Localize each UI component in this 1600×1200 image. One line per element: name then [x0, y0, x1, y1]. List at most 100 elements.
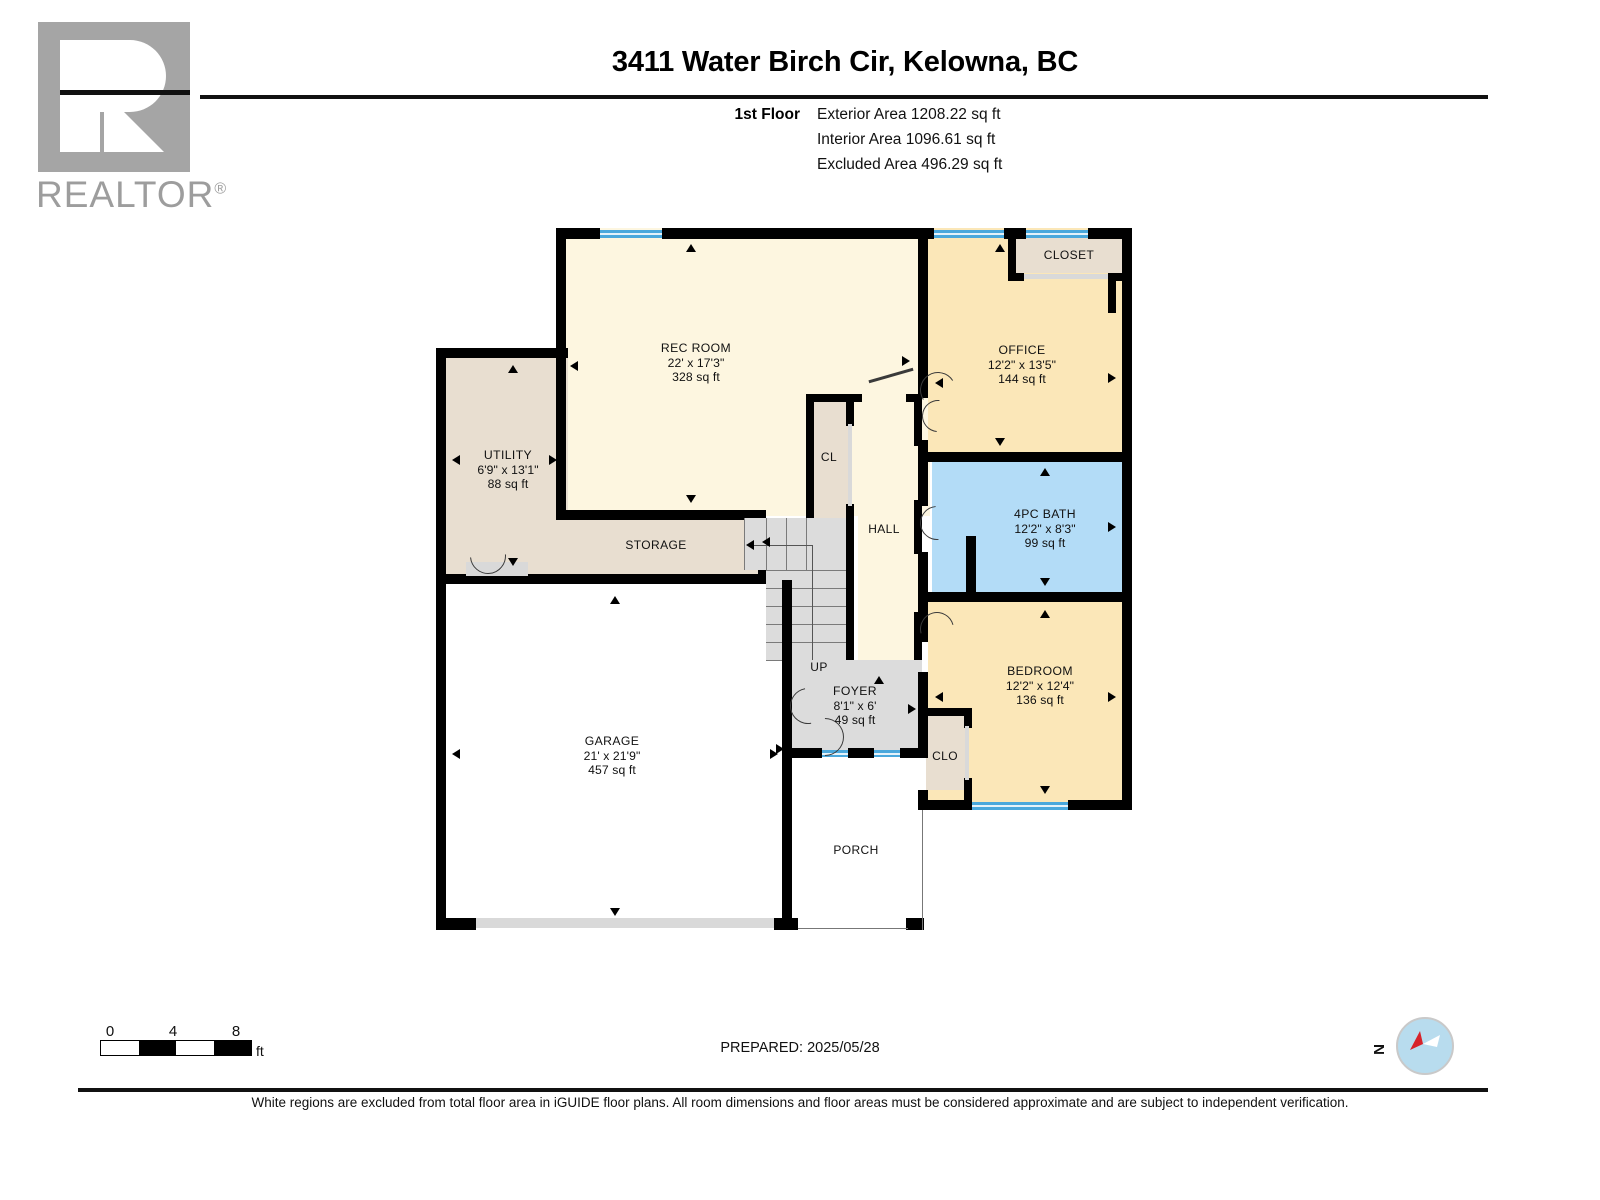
registered-mark: ® — [214, 180, 228, 198]
dim-arrow-bedroom-top — [1040, 610, 1050, 618]
exterior-area-value: Exterior Area 1208.22 sq ft — [817, 106, 1001, 123]
stair-tread — [806, 518, 807, 570]
wall-office-right — [1122, 228, 1132, 460]
wall-hall-right-c — [914, 612, 922, 670]
footer-divider — [78, 1088, 1488, 1092]
wall-utility-top — [436, 348, 568, 358]
realtor-wordmark: REALTOR® — [36, 174, 228, 215]
realtor-r-glyph — [60, 40, 190, 152]
wall-hall-right — [914, 394, 922, 446]
window-top-rec-b — [934, 230, 1004, 238]
wall-bath-right — [1122, 462, 1132, 602]
window-foyer-a — [822, 750, 848, 757]
dim-arrow-rec-top — [686, 244, 696, 252]
wall-top-4 — [1088, 228, 1132, 239]
stair-direction-arrow — [746, 540, 754, 550]
room-fill-closet — [1014, 237, 1126, 273]
dim-arrow-rec-left — [570, 361, 578, 371]
label-clo: CLO — [932, 749, 958, 763]
wall-clo-right — [964, 708, 972, 728]
wall-cl-right — [846, 394, 854, 426]
wall-cl-left — [806, 394, 814, 518]
dim-arrow-utility-right — [549, 455, 557, 465]
label-foyer: FOYER 8'1" x 6' 49 sq ft — [833, 684, 877, 727]
wall-hall-left-low — [846, 518, 854, 670]
dim-arrow-foyer-right — [908, 704, 916, 714]
summary-row-excluded: Excluded Area 496.29 sq ft — [716, 156, 1236, 174]
realtor-logo: REALTOR® — [36, 22, 226, 218]
wall-foyer-left — [782, 670, 792, 694]
excluded-area-value: Excluded Area 496.29 sq ft — [817, 156, 1003, 173]
wall-garage-bottom — [436, 918, 476, 930]
wall-bedroom-left — [918, 602, 928, 642]
wall-rec-left — [556, 228, 566, 520]
stair-tread — [766, 570, 846, 571]
wall-closet-bottom — [1008, 273, 1024, 281]
wall-bath-stub — [966, 536, 976, 592]
wall-closet-bottom-2 — [1108, 273, 1128, 281]
wall-bedroom-right — [1122, 602, 1132, 810]
dim-arrow-rec-bottom — [686, 495, 696, 503]
dim-arrow-garage-right — [770, 749, 778, 759]
label-utility: UTILITY 6'9" x 13'1" 88 sq ft — [477, 448, 539, 491]
scale-tick-0: 0 — [105, 1023, 115, 1040]
dim-arrow-garage-left — [452, 749, 460, 759]
dim-arrow-office-left — [935, 378, 943, 388]
wall-cl-right-b — [846, 504, 854, 520]
wall-bedroom-bottom — [918, 800, 972, 810]
label-stairs-up: UP — [810, 660, 828, 674]
clo-door-line — [965, 726, 969, 780]
cl-door-line — [848, 424, 852, 506]
summary-row-interior: Interior Area 1096.61 sq ft — [716, 131, 1236, 149]
dim-arrow-bath-bottom — [1040, 578, 1050, 586]
dim-arrow-garage-top — [610, 596, 620, 604]
room-fill-porch — [790, 756, 922, 930]
compass-north-label: N — [1370, 1044, 1388, 1055]
scale-unit-label: ft — [256, 1043, 264, 1059]
dim-arrow-office-right — [1108, 373, 1116, 383]
wall-porch-bottom-left — [782, 918, 798, 930]
wall-foyer-bottom-3 — [900, 748, 926, 758]
stairs-landing — [784, 660, 922, 672]
dim-arrow-bath-top — [1040, 468, 1050, 476]
compass-rose: N — [1371, 1017, 1454, 1075]
wall-office-bottom — [918, 452, 1132, 462]
stair-tread — [766, 624, 846, 625]
wall-office-left-b — [918, 440, 928, 462]
wall-garage-left — [436, 580, 446, 928]
window-foyer-b — [874, 750, 900, 757]
wall-top-2 — [662, 228, 934, 239]
dim-arrow-porch-left — [776, 744, 784, 754]
label-office: OFFICE 12'2" x 13'5" 144 sq ft — [987, 343, 1057, 386]
disclaimer-text: White regions are excluded from total fl… — [251, 1095, 1349, 1110]
label-garage: GARAGE 21' x 21'9" 457 sq ft — [583, 734, 641, 777]
label-hall: HALL — [868, 522, 900, 536]
scale-seg-1 — [101, 1041, 139, 1055]
label-rec-room: REC ROOM 22' x 17'3" 328 sq ft — [660, 341, 732, 384]
wall-foyer-bottom-2 — [848, 748, 874, 758]
room-fill-hall — [858, 398, 920, 670]
scale-bar — [100, 1040, 252, 1056]
dim-arrow-rec-right — [902, 356, 910, 366]
wall-rec-bottom — [556, 510, 766, 520]
compass-ring — [1396, 1017, 1454, 1075]
prepared-date: PREPARED: 2025/05/28 — [720, 1040, 880, 1056]
wall-porch-edge-bottom — [798, 928, 908, 929]
label-porch: PORCH — [833, 843, 879, 857]
dim-arrow-bath-right — [1108, 522, 1116, 532]
dim-arrow-office-top — [995, 244, 1005, 252]
stair-tread — [786, 518, 787, 570]
wall-porch-left — [782, 756, 792, 930]
stair-direction-line-h — [752, 545, 813, 546]
wall-hall-right-b — [914, 500, 922, 554]
wall-storage-bottom-2 — [528, 574, 784, 584]
stair-tread — [766, 606, 846, 607]
wall-bedroom-lower-left — [918, 790, 928, 810]
stair-tread — [744, 518, 745, 570]
compass-needle-icon — [1410, 1031, 1440, 1050]
wall-hall-top — [806, 394, 862, 402]
scale-seg-2 — [138, 1041, 176, 1055]
wall-clo-right-b — [964, 778, 972, 804]
room-fill-clo — [926, 712, 968, 790]
